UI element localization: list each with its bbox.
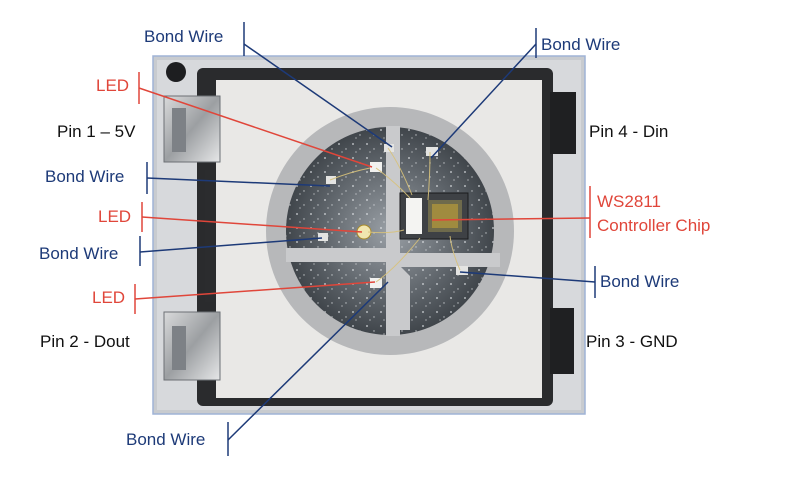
led-label-middle: LED xyxy=(98,207,132,226)
polarity-mark xyxy=(166,62,186,82)
bond-wire-label-bottom: Bond Wire xyxy=(126,430,206,449)
pin4-pad xyxy=(550,92,576,154)
pin3-pad xyxy=(550,308,574,374)
led-label-bottom: LED xyxy=(92,288,126,307)
led-die-top xyxy=(370,162,382,172)
bond-wire-label-top-left: Bond Wire xyxy=(144,27,224,46)
led-label-top: LED xyxy=(96,76,130,95)
pin3-label: Pin 3 - GND xyxy=(586,332,678,351)
chip-label-line2: Controller Chip xyxy=(597,216,711,235)
bond-wire-label-left-lower: Bond Wire xyxy=(39,244,119,263)
pin1-label: Pin 1 – 5V xyxy=(57,122,136,141)
pin2-label: Pin 2 - Dout xyxy=(40,332,130,351)
chip-label-line1: WS2811 xyxy=(597,192,661,211)
pin4-label: Pin 4 - Din xyxy=(589,122,669,141)
bond-wire-label-left-upper: Bond Wire xyxy=(45,167,125,186)
bond-wire-label-right: Bond Wire xyxy=(600,272,680,291)
bond-wire-label-top-right: Bond Wire xyxy=(541,35,621,54)
